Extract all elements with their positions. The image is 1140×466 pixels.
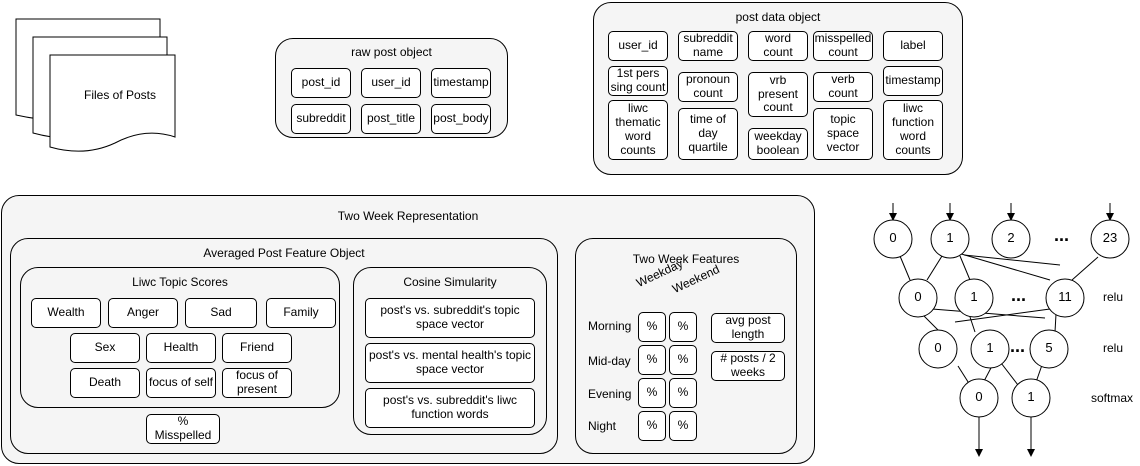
posts-per-two-weeks: # posts / 2 weeks <box>711 351 785 381</box>
post-data-field: topic space vector <box>813 108 873 160</box>
post-data-field: subreddit name <box>678 31 738 61</box>
liwc-topic: focus of self <box>146 368 216 398</box>
post-data-field: liwc thematic word counts <box>608 100 668 160</box>
averaged-title: Averaged Post Feature Object <box>203 246 365 260</box>
post-data-field: misspelled count <box>813 31 873 61</box>
post-data-field: weekday boolean <box>748 128 808 160</box>
neural-network-diagram <box>873 203 1130 457</box>
cosine-item: post's vs. subreddit's topic space vecto… <box>365 298 535 338</box>
feature-percent-cell: % <box>638 411 666 441</box>
feature-percent-cell: % <box>638 312 666 342</box>
liwc-topic: Anger <box>108 298 178 328</box>
time-row-label: Evening <box>588 387 632 401</box>
raw-post-field: timestamp <box>431 68 491 98</box>
liwc-topic: Health <box>146 333 216 363</box>
raw-post-field: post_title <box>361 104 421 134</box>
feature-percent-cell: % <box>669 411 697 441</box>
hidden2-node-label: 1 <box>986 340 994 355</box>
input-node-label: 1 <box>946 230 954 245</box>
files-of-posts-label: Files of Posts <box>83 88 157 102</box>
hidden1-node-label: 1 <box>970 289 978 304</box>
time-row-label: Morning <box>588 319 632 333</box>
cosine-item: post's vs. mental health's topic space v… <box>365 343 535 383</box>
raw-post-title: raw post object <box>351 45 432 59</box>
post-data-field: verb count <box>813 72 873 102</box>
post-data-field: 1st pers sing count <box>608 66 668 96</box>
input-node-label: 0 <box>889 230 897 245</box>
liwc-topic: Sad <box>185 298 257 328</box>
liwc-topic: Friend <box>222 333 292 363</box>
output-node-label: 1 <box>1027 389 1035 404</box>
files-of-posts-icon <box>15 18 176 152</box>
post-data-field: pronoun count <box>678 72 738 102</box>
post-data-title: post data object <box>735 10 821 24</box>
features-title: Two Week Features <box>632 252 740 266</box>
post-data-field: timestamp <box>883 66 943 96</box>
feature-percent-cell: % <box>669 345 697 375</box>
input-node-label: 2 <box>1007 230 1015 245</box>
liwc-topic: Death <box>70 368 140 398</box>
liwc-topic: Wealth <box>31 298 101 328</box>
cosine-item: post's vs. subreddit's liwc function wor… <box>365 388 535 428</box>
feature-percent-cell: % <box>669 312 697 342</box>
hidden2-activation: relu <box>1103 341 1124 355</box>
raw-post-field: post_id <box>291 68 351 98</box>
hidden2-node-label: 0 <box>934 340 942 355</box>
post-data-field: word count <box>748 31 808 61</box>
input-ellipsis: ... <box>1054 225 1070 245</box>
avg-post-length: avg post length <box>711 313 785 343</box>
output-node-label: 0 <box>975 389 983 404</box>
post-data-field: time of day quartile <box>678 108 738 160</box>
hidden2-ellipsis: ... <box>1010 336 1026 356</box>
misspelled-percent: % Misspelled <box>146 414 220 444</box>
hidden1-activation: relu <box>1103 290 1124 304</box>
hidden1-node-label: 0 <box>914 289 922 304</box>
hidden1-ellipsis: ... <box>1011 285 1027 305</box>
cosine-title: Cosine Simularity <box>403 275 497 289</box>
post-data-field: label <box>883 31 943 61</box>
feature-percent-cell: % <box>638 378 666 408</box>
hidden1-node-label: 11 <box>1058 289 1072 304</box>
time-row-label: Night <box>588 419 617 433</box>
liwc-topic: Sex <box>70 333 140 363</box>
raw-post-field: user_id <box>361 68 421 98</box>
liwc-topic: focus of present <box>222 368 292 398</box>
feature-percent-cell: % <box>638 345 666 375</box>
output-activation: softmax <box>1091 391 1134 405</box>
input-node-label: 23 <box>1102 230 1118 245</box>
feature-percent-cell: % <box>669 378 697 408</box>
liwc-title: Liwc Topic Scores <box>132 275 228 289</box>
post-data-field: vrb present count <box>748 72 808 117</box>
raw-post-field: subreddit <box>291 104 351 134</box>
time-row-label: Mid-day <box>588 354 631 368</box>
two-week-title: Two Week Representation <box>337 209 479 223</box>
hidden2-node-label: 5 <box>1045 340 1053 355</box>
post-data-field: user_id <box>608 31 668 61</box>
raw-post-field: post_body <box>431 104 491 134</box>
liwc-topic: Family <box>266 298 336 328</box>
post-data-field: liwc function word counts <box>883 100 943 160</box>
